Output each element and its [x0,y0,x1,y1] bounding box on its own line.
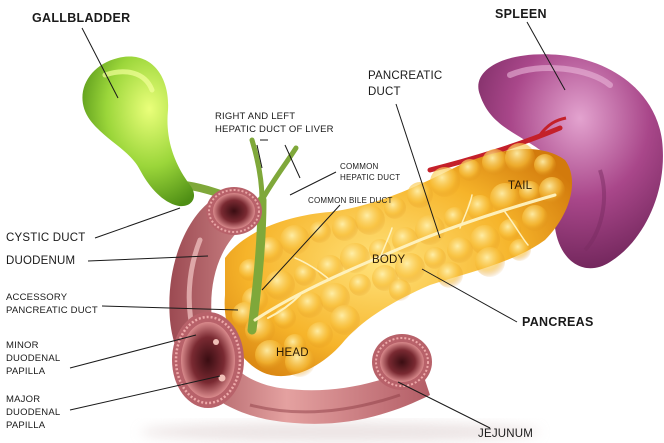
pancreas-lobule [285,347,315,377]
pancreas-lobule [309,221,331,243]
label-cystic-duct: CYSTIC DUCT [6,232,86,244]
label-common-hepatic-duct: COMMON HEPATIC DUCT [340,162,401,182]
pancreas-lobule [332,215,358,241]
pancreas-lobule [430,167,460,197]
pancreatic-duct-lines [253,193,557,322]
pancreas-lobule [355,205,385,235]
pancreas-lobule [307,322,333,348]
pancreas-lobule [519,181,541,203]
label-duodenum: DUODENUM [6,255,76,267]
label-tail: TAIL [508,180,533,192]
pancreas-lobule [265,270,295,300]
label-accessory-pancreatic-duct: ACCESSORY PANCREATIC DUCT [6,292,98,316]
pancreas-lobule [447,237,473,263]
pancreas-lobule [389,279,411,301]
pancreas-lobule [505,143,535,173]
duodenum-cross-section-middle [172,312,244,408]
label-hepatic-ducts: RIGHT AND LEFT HEPATIC DUCT OF LIVER [215,111,334,135]
pancreas-lobule [349,274,371,296]
pancreas-lobule [509,239,531,261]
pancreas-lobule [459,159,481,181]
pancreas-lobule [395,253,425,283]
pancreas-lobule [297,292,323,318]
label-gallbladder: GALLBLADDER [32,11,131,25]
pancreas-lobule [280,225,310,255]
label-common-bile-duct: COMMON BILE DUCT [308,196,393,205]
pancreas-lobule [274,307,296,329]
pancreas-lobule [330,305,360,335]
pancreas-lobule [424,247,446,269]
pancreas-lobule [384,197,406,219]
pancreas-lobule [407,182,433,208]
pancreas-lobule [482,149,508,175]
label-head: HEAD [276,347,309,359]
jejunum-cross-section [372,334,432,390]
spleen-shape [478,54,663,269]
duodenum-cross-section-top [206,187,262,235]
pancreas-lobule [522,205,548,231]
label-pancreatic-duct: PANCREATIC DUCT [368,70,443,98]
label-jejunum: JEJUNUM [478,428,534,440]
label-spleen: SPLEEN [495,7,547,21]
leader-lines [69,21,566,429]
pancreas-lobule [475,247,505,277]
splenic-vessel-branch [538,116,567,136]
ground-shadow [140,422,540,442]
gallbladder-shape [82,56,195,207]
pancreas-lobule [534,154,556,176]
pancreas-lobule [317,255,343,281]
label-major-duodenal-papilla: MAJOR DUODENAL PAPILLA [6,394,61,431]
label-pancreas: PANCREAS [522,315,594,329]
pancreas-lobule [392,227,418,253]
pancreas-lobule [294,264,316,286]
label-minor-duodenal-papilla: MINOR DUODENAL PAPILLA [6,340,61,377]
label-body: BODY [372,254,406,266]
pancreas-lobule [499,219,521,241]
pancreas-lobule [255,340,285,370]
pancreas-lobule [490,183,520,213]
